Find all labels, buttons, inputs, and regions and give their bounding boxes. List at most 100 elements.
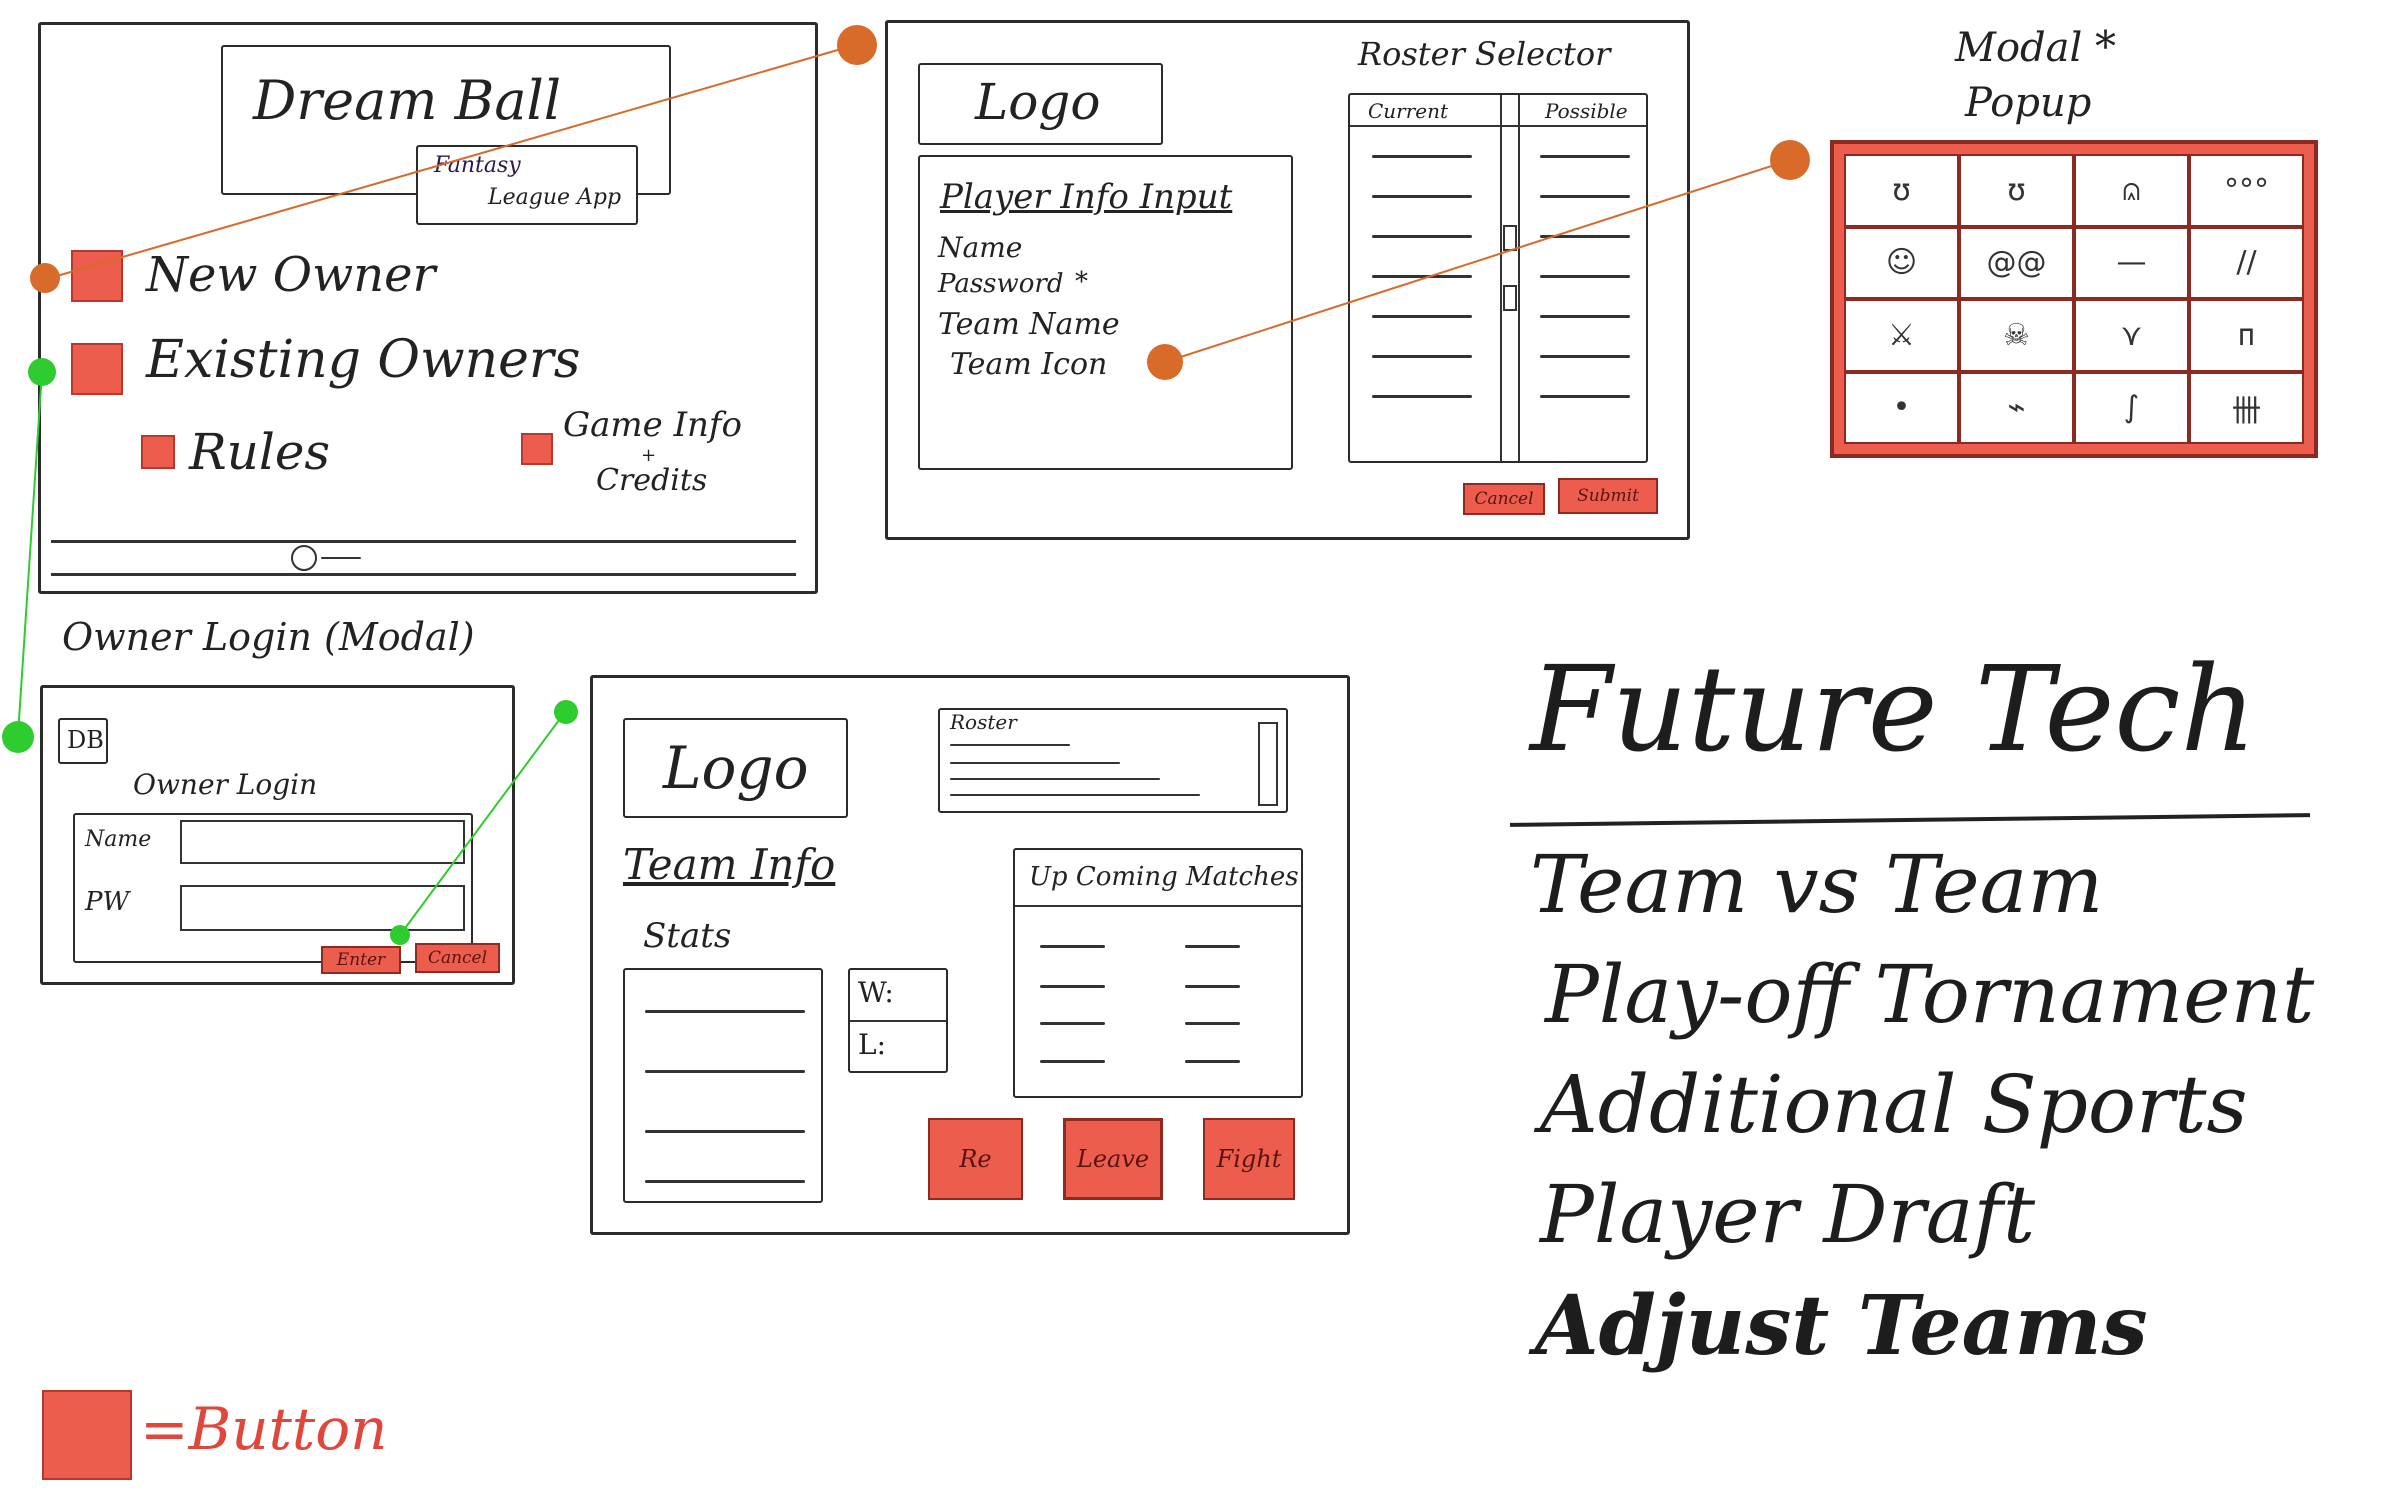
match-left[interactable] (1040, 1060, 1105, 1063)
current-item[interactable] (1372, 195, 1472, 198)
connector-dot-login-modal (2, 721, 34, 753)
icon-option[interactable]: ∫ (2074, 371, 2189, 444)
existing-owners-label: Existing Owners (146, 330, 581, 390)
legend-button-swatch (42, 1390, 132, 1480)
modal-popup-asterisk: * (2095, 22, 2116, 71)
match-right[interactable] (1185, 945, 1240, 948)
icon-option[interactable]: @@ (1959, 226, 2074, 299)
icon-option[interactable]: ⋎ (2074, 299, 2189, 372)
icon-option[interactable]: ⩄ (2074, 154, 2189, 227)
match-right[interactable] (1185, 1060, 1240, 1063)
leave-button[interactable]: Leave (1063, 1118, 1163, 1200)
login-modal-caption: Owner Login (Modal) (62, 615, 475, 659)
icon-option[interactable]: ᴨ (2189, 299, 2304, 372)
possible-item[interactable] (1540, 315, 1630, 318)
current-item[interactable] (1372, 355, 1472, 358)
roster-item[interactable] (950, 778, 1160, 780)
icon-option[interactable]: • (1844, 371, 1959, 444)
roster-item[interactable] (950, 794, 1200, 796)
upcoming-matches-panel: Up Coming Matches (1013, 848, 1303, 1098)
possible-item[interactable] (1540, 235, 1630, 238)
rules-button[interactable] (141, 435, 175, 469)
match-left[interactable] (1040, 1022, 1105, 1025)
match-right[interactable] (1185, 985, 1240, 988)
re-button[interactable]: Re (928, 1118, 1023, 1200)
pw-input[interactable] (180, 885, 465, 931)
stat-row (645, 1130, 805, 1133)
current-header: Current (1368, 99, 1449, 123)
fight-button[interactable]: Fight (1203, 1118, 1295, 1200)
current-item[interactable] (1372, 395, 1472, 398)
connector-plus: + (641, 445, 657, 466)
name-label: Name (85, 827, 152, 852)
player-info-title: Player Info Input (940, 177, 1233, 217)
roster-scrollbar[interactable] (1258, 722, 1278, 806)
icon-option[interactable]: ∕∕ (2189, 226, 2304, 299)
connector-existing-owners (17, 371, 43, 736)
match-right[interactable] (1185, 1022, 1240, 1025)
icon-option[interactable]: ʊ (1959, 154, 2074, 227)
credits-label: Credits (596, 463, 708, 498)
future-item-4: Player Draft (1540, 1168, 2036, 1261)
roster-item[interactable] (950, 762, 1120, 764)
connector-enter (399, 711, 566, 936)
tagline-line2: League App (488, 185, 622, 210)
future-item-3: Additional Sports (1540, 1058, 2248, 1151)
cancel-button[interactable]: Cancel (1463, 483, 1545, 515)
match-left[interactable] (1040, 985, 1105, 988)
possible-item[interactable] (1540, 355, 1630, 358)
icon-option[interactable]: 卌 (2189, 371, 2304, 444)
icon-option[interactable]: ☺ (1844, 226, 1959, 299)
possible-item[interactable] (1540, 155, 1630, 158)
team-logo-box: Logo (623, 718, 848, 818)
current-item[interactable] (1372, 155, 1472, 158)
logo-box: Logo (918, 63, 1163, 145)
field-team-icon-label[interactable]: Team Icon (950, 347, 1108, 382)
match-left[interactable] (1040, 945, 1105, 948)
icon-option[interactable]: ☠ (1959, 299, 2074, 372)
existing-owners-button[interactable] (71, 343, 123, 395)
upcoming-rule (1015, 905, 1301, 907)
connector-dot-enter (390, 925, 410, 945)
current-item[interactable] (1372, 235, 1472, 238)
modal-popup-title-1: Modal (1955, 25, 2083, 71)
possible-header: Possible (1545, 99, 1628, 123)
future-item-5: Adjust Teams (1535, 1278, 2148, 1374)
cancel-login-button[interactable]: Cancel (415, 943, 500, 973)
current-item[interactable] (1372, 315, 1472, 318)
game-info-button[interactable] (521, 433, 553, 465)
icon-option[interactable]: ⚔ (1844, 299, 1959, 372)
future-tech-title: Future Tech (1530, 640, 2257, 778)
icon-option[interactable]: — (2074, 226, 2189, 299)
icon-option[interactable]: °°° (2189, 154, 2304, 227)
future-item-1: Team vs Team (1530, 838, 2104, 931)
current-item[interactable] (1372, 275, 1472, 278)
icon-grid: ʊ ʊ ⩄ °°° ☺ @@ — ∕∕ ⚔ ☠ ⋎ ᴨ • ⌁ ∫ 卌 (1844, 154, 2304, 444)
icon-option[interactable]: ⌁ (1959, 371, 2074, 444)
legend-label: =Button (140, 1395, 388, 1463)
enter-button[interactable]: Enter (321, 946, 401, 974)
move-left-arrow[interactable] (1503, 285, 1517, 311)
submit-button[interactable]: Submit (1558, 478, 1658, 514)
losses-label: L: (858, 1028, 887, 1061)
connector-dot-existing-owners (28, 358, 56, 386)
owner-login-title: Owner Login (133, 768, 318, 801)
connector-dot-new-owner (30, 263, 60, 293)
copyright-icon (291, 545, 317, 571)
roster-panel: Roster (938, 708, 1288, 813)
name-input[interactable] (180, 820, 465, 864)
connector-dot-team-screen (554, 700, 578, 724)
icon-option[interactable]: ʊ (1844, 154, 1959, 227)
possible-item[interactable] (1540, 195, 1630, 198)
future-item-2: Play-off Tornament (1545, 948, 2315, 1041)
possible-item[interactable] (1540, 275, 1630, 278)
header-rule (1350, 125, 1646, 127)
roster-item[interactable] (950, 744, 1070, 746)
possible-item[interactable] (1540, 395, 1630, 398)
game-info-label: Game Info (563, 405, 742, 445)
stats-label: Stats (643, 916, 732, 956)
stats-panel (623, 968, 823, 1203)
footer-bar (51, 540, 796, 576)
logo-label: Logo (975, 73, 1101, 131)
